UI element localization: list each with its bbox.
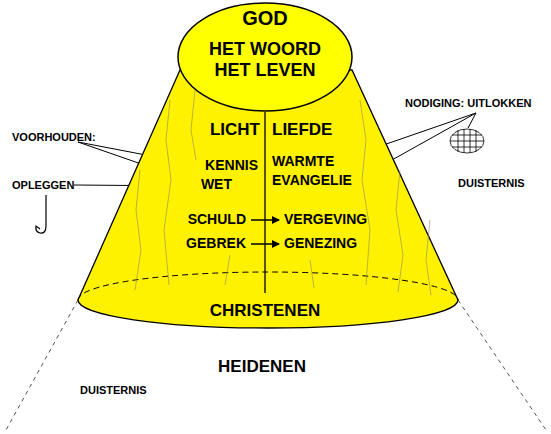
cone-text: CHRISTENEN — [210, 302, 321, 321]
crack-line — [310, 260, 314, 288]
crack-line — [135, 170, 141, 290]
dashed-extension — [458, 300, 546, 430]
cone-text: LICHT — [210, 121, 260, 140]
free-label: HEIDENEN — [218, 358, 306, 377]
cone-text: WET — [201, 177, 232, 192]
free-label: VOORHOUDEN: — [12, 131, 96, 143]
node-text: VERGEVING — [284, 212, 367, 227]
ellipse-body: HET WOORD HET LEVEN — [203, 39, 328, 80]
free-label: NODIGING: UITLOKKEN — [405, 97, 532, 109]
top-ellipse: GOD HET WOORD HET LEVEN — [177, 2, 353, 112]
cone-shape — [78, 70, 458, 328]
free-label: OPLEGGEN — [12, 179, 74, 191]
crack-line — [360, 100, 370, 285]
crack-line — [225, 255, 230, 285]
cone-text: WARMTE — [272, 154, 334, 169]
crack-line — [396, 170, 403, 292]
free-label: DUISTERNIS — [80, 384, 147, 396]
cone-text: LIEFDE — [272, 121, 332, 140]
cone-text: KENNIS — [205, 158, 258, 173]
node-text: GEBREK — [186, 236, 246, 251]
ellipse-content: GOD HET WOORD HET LEVEN — [177, 2, 353, 80]
text-node: VERGEVING — [282, 211, 369, 228]
fishing-net — [450, 129, 484, 153]
net-string — [468, 113, 476, 128]
fish-hook — [36, 195, 46, 233]
free-label: DUISTERNIS — [458, 177, 525, 189]
crack-line — [164, 100, 171, 285]
crack-line — [426, 220, 431, 295]
text-node: SCHULD — [186, 211, 248, 228]
divider-line — [264, 112, 265, 293]
node-text: GENEZING — [284, 236, 357, 251]
cone-text: EVANGELIE — [272, 173, 352, 188]
crack-line — [191, 90, 196, 160]
ellipse-heading: GOD — [242, 7, 288, 29]
cone-back-edge — [78, 272, 458, 300]
text-node: GEBREK — [184, 235, 248, 252]
node-text: SCHULD — [188, 212, 246, 227]
text-node: GENEZING — [282, 235, 359, 252]
ellipse-shape — [178, 3, 352, 111]
dashed-extension — [6, 300, 78, 430]
